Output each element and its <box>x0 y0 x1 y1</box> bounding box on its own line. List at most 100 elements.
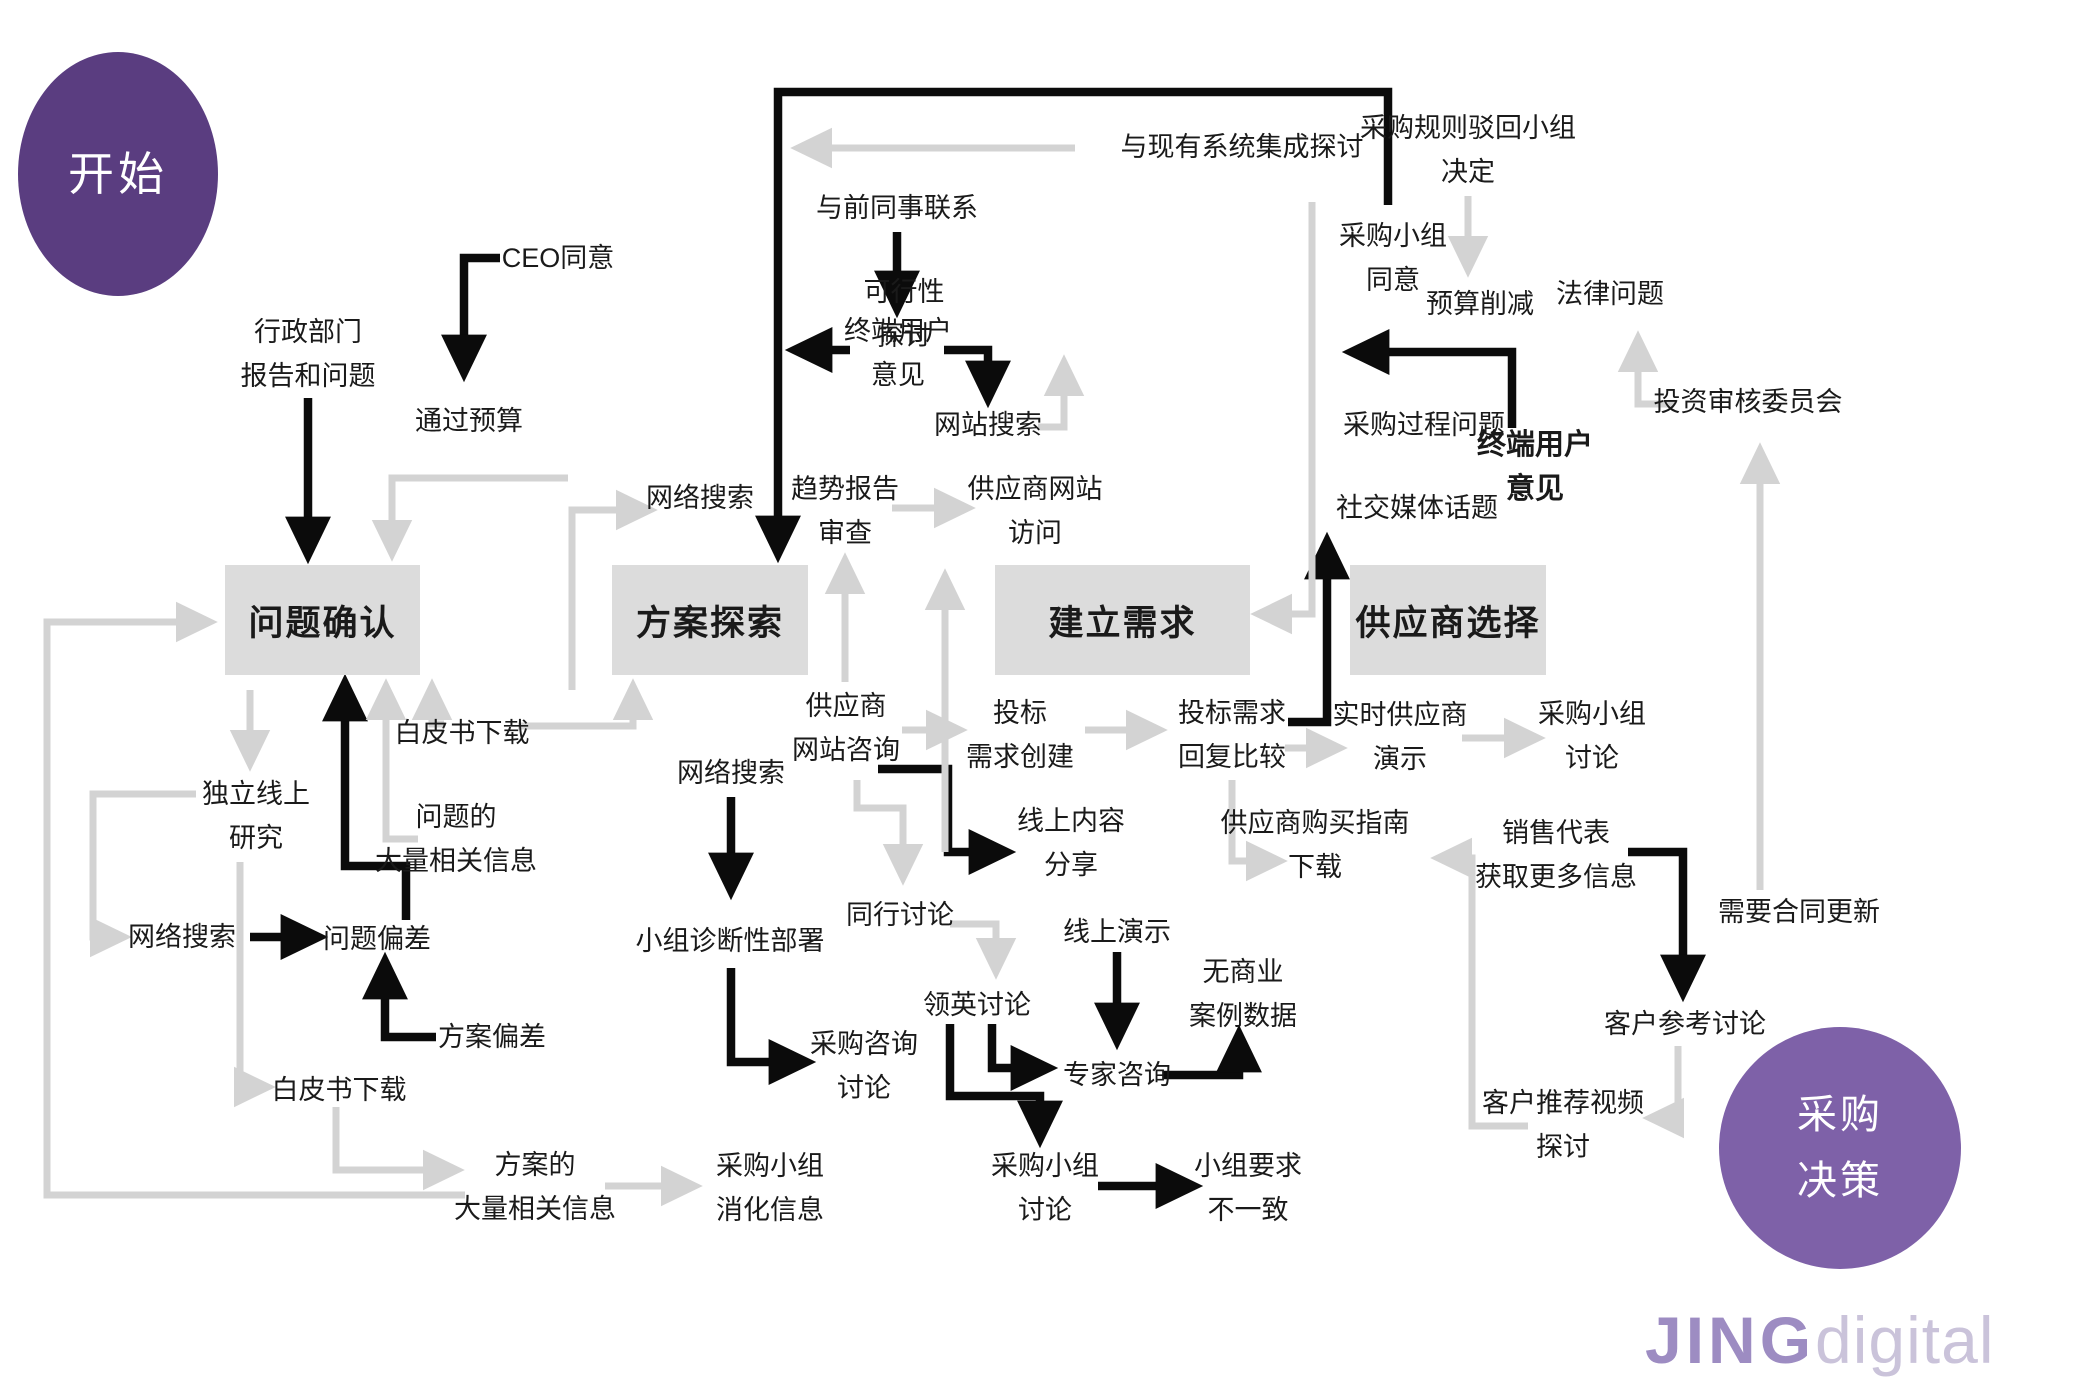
flow-label-linkedin-discuss: 领英讨论 <box>923 983 1031 1027</box>
flow-label-web-search-mid: 网络搜索 <box>677 751 785 795</box>
flow-label-admin-report: 行政部门报告和问题 <box>241 310 376 398</box>
flow-label-line: 同行讨论 <box>846 900 954 930</box>
flow-label-line: 消化信息 <box>716 1195 824 1225</box>
flow-label-group-diagnostic: 小组诊断性部署 <box>636 919 825 963</box>
flow-label-pass-budget: 通过预算 <box>415 399 523 443</box>
flow-label-line: 终端用户 <box>1476 429 1594 461</box>
flow-label-former-colleague: 与前同事联系 <box>816 186 978 230</box>
flow-label-whitepaper-upper: 白皮书下载 <box>395 711 530 755</box>
arrow-team-agree-loop-to-solution-explore <box>755 87 1393 564</box>
flow-label-line: 投标需求 <box>1178 698 1286 728</box>
flow-label-web-search-top: 网络搜索 <box>646 476 754 520</box>
flow-label-group-mismatch: 小组要求不一致 <box>1194 1144 1302 1232</box>
arrow-mass-info-loop-to-confirm <box>43 601 465 1199</box>
flow-label-line: 实时供应商 <box>1332 700 1468 730</box>
start-circle-text: 开始 <box>68 148 168 200</box>
flow-label-line: 小组要求 <box>1194 1151 1302 1181</box>
flow-label-line: 案例数据 <box>1189 1001 1297 1031</box>
logo-digital-text: digital <box>1815 1303 1995 1377</box>
flow-label-line: 网络搜索 <box>677 758 785 788</box>
flow-label-line: 法律问题 <box>1556 279 1664 309</box>
flow-label-line: 线上演示 <box>1063 917 1171 947</box>
arrow-expert-to-no-case <box>1163 1024 1262 1080</box>
flow-label-line: 采购咨询 <box>810 1029 918 1059</box>
flow-label-line: 预算削减 <box>1426 289 1534 319</box>
flow-label-line: CEO同意 <box>501 243 615 273</box>
flow-label-line: 意见 <box>1505 473 1565 505</box>
flow-label-line: 采购小组 <box>1339 221 1447 251</box>
flow-label-online-demo: 线上演示 <box>1063 910 1171 954</box>
flow-label-line: 问题偏差 <box>323 924 431 954</box>
flow-label-end-user-opinion-top: 终端用户意见 <box>844 309 952 397</box>
flow-label-integration-discuss: 与现有系统集成探讨 <box>1121 125 1364 169</box>
stage-box-4: 供应商选择 <box>1350 565 1546 675</box>
decision-circle-text: 采购 <box>1797 1093 1883 1137</box>
flow-label-problem-deviation: 问题偏差 <box>323 917 431 961</box>
flow-label-line: 网络搜索 <box>128 922 236 952</box>
flow-label-line: 白皮书下载 <box>394 718 530 748</box>
flow-label-web-search-lowerleft: 网络搜索 <box>128 915 236 959</box>
stage-box-label: 供应商选择 <box>1355 603 1541 643</box>
arrow-websearch-top-to-confirm <box>371 474 568 562</box>
arrow-sales-rep-to-customer-ref <box>1628 847 1706 1003</box>
flow-label-line: 报告和问题 <box>240 361 376 391</box>
flow-label-line: 同意 <box>1366 265 1420 295</box>
flow-label-line: 与前同事联系 <box>816 193 978 223</box>
flow-label-no-business-case: 无商业案例数据 <box>1189 950 1297 1038</box>
flow-label-team-discuss-right: 采购小组讨论 <box>1538 692 1646 780</box>
flow-label-line: 供应商网站 <box>967 474 1103 504</box>
flow-label-legal-issue: 法律问题 <box>1556 272 1664 316</box>
stage-box-label: 建立需求 <box>1048 603 1197 643</box>
flow-label-problem-mass-info: 问题的大量相关信息 <box>375 795 537 883</box>
flow-label-line: 讨论 <box>1018 1195 1072 1225</box>
arrow-independent-to-websearch-ll <box>89 790 196 958</box>
logo-jing-text: JING <box>1645 1303 1816 1377</box>
flow-label-line: 决定 <box>1441 157 1495 187</box>
flow-label-line: 投资审核委员会 <box>1653 387 1843 417</box>
arrow-bid-compare-to-social-media <box>1288 531 1350 727</box>
arrow-diagnostic-to-purchase-consult <box>726 968 817 1085</box>
arrow-down-to-establish-need <box>1250 202 1316 635</box>
flow-label-line: 下载 <box>1288 852 1342 882</box>
flow-label-solution-mass-info: 方案的大量相关信息 <box>454 1143 616 1231</box>
flow-label-line: 终端用户 <box>844 316 952 346</box>
arrow-ceo-agree-to-pass-budget <box>441 253 500 383</box>
arrow-peer-to-linkedin <box>950 920 1017 980</box>
flow-label-line: 趋势报告 <box>791 474 899 504</box>
flow-label-line: 专家咨询 <box>1063 1060 1171 1090</box>
stage-box-2: 方案探索 <box>612 565 808 675</box>
flow-label-expert-consult: 专家咨询 <box>1063 1053 1171 1097</box>
flow-label-budget-cut: 预算削减 <box>1426 282 1534 326</box>
flow-label-line: 获取更多信息 <box>1475 862 1637 892</box>
flow-label-line: 独立线上 <box>202 779 310 809</box>
flow-label-online-content-share: 线上内容分享 <box>1017 799 1125 887</box>
flow-label-line: 采购小组 <box>1538 699 1646 729</box>
flow-label-line: 大量相关信息 <box>375 846 537 876</box>
flow-label-line: 社交媒体话题 <box>1336 493 1498 523</box>
arrow-invest-committee-to-legal <box>1617 330 1674 408</box>
arrow-enduser-to-site-search <box>944 345 1011 409</box>
flow-label-line: 线上内容 <box>1017 806 1125 836</box>
flow-label-line: 与现有系统集成探讨 <box>1120 132 1364 162</box>
stage-box-3: 建立需求 <box>995 565 1250 675</box>
flow-label-sales-rep-info: 销售代表获取更多信息 <box>1475 811 1637 899</box>
flow-label-line: 意见 <box>871 360 925 390</box>
flow-label-line: 演示 <box>1373 744 1427 774</box>
flow-label-team-agree: 采购小组同意 <box>1339 214 1447 302</box>
stage-box-label: 问题确认 <box>248 603 397 643</box>
flow-label-line: 白皮书下载 <box>271 1075 407 1105</box>
flow-label-line: 方案的 <box>494 1150 576 1180</box>
arrow-linkedin-to-team-discuss <box>945 1024 1063 1149</box>
arrow-problem-info-to-confirm <box>365 678 418 843</box>
arrow-cust-video-to-guide <box>1430 837 1528 1130</box>
decision-circle-text: 决策 <box>1797 1159 1883 1203</box>
arrow-bid-compare-to-guide <box>1228 780 1288 882</box>
flow-label-line: 大量相关信息 <box>454 1194 616 1224</box>
flow-label-contract-update: 需要合同更新 <box>1718 890 1880 934</box>
flow-label-line: 供应商购买指南 <box>1220 808 1410 838</box>
flow-label-bid-create: 投标需求创建 <box>966 691 1074 779</box>
flow-label-live-vendor-demo: 实时供应商演示 <box>1333 693 1468 781</box>
flow-label-line: 领英讨论 <box>923 990 1031 1020</box>
